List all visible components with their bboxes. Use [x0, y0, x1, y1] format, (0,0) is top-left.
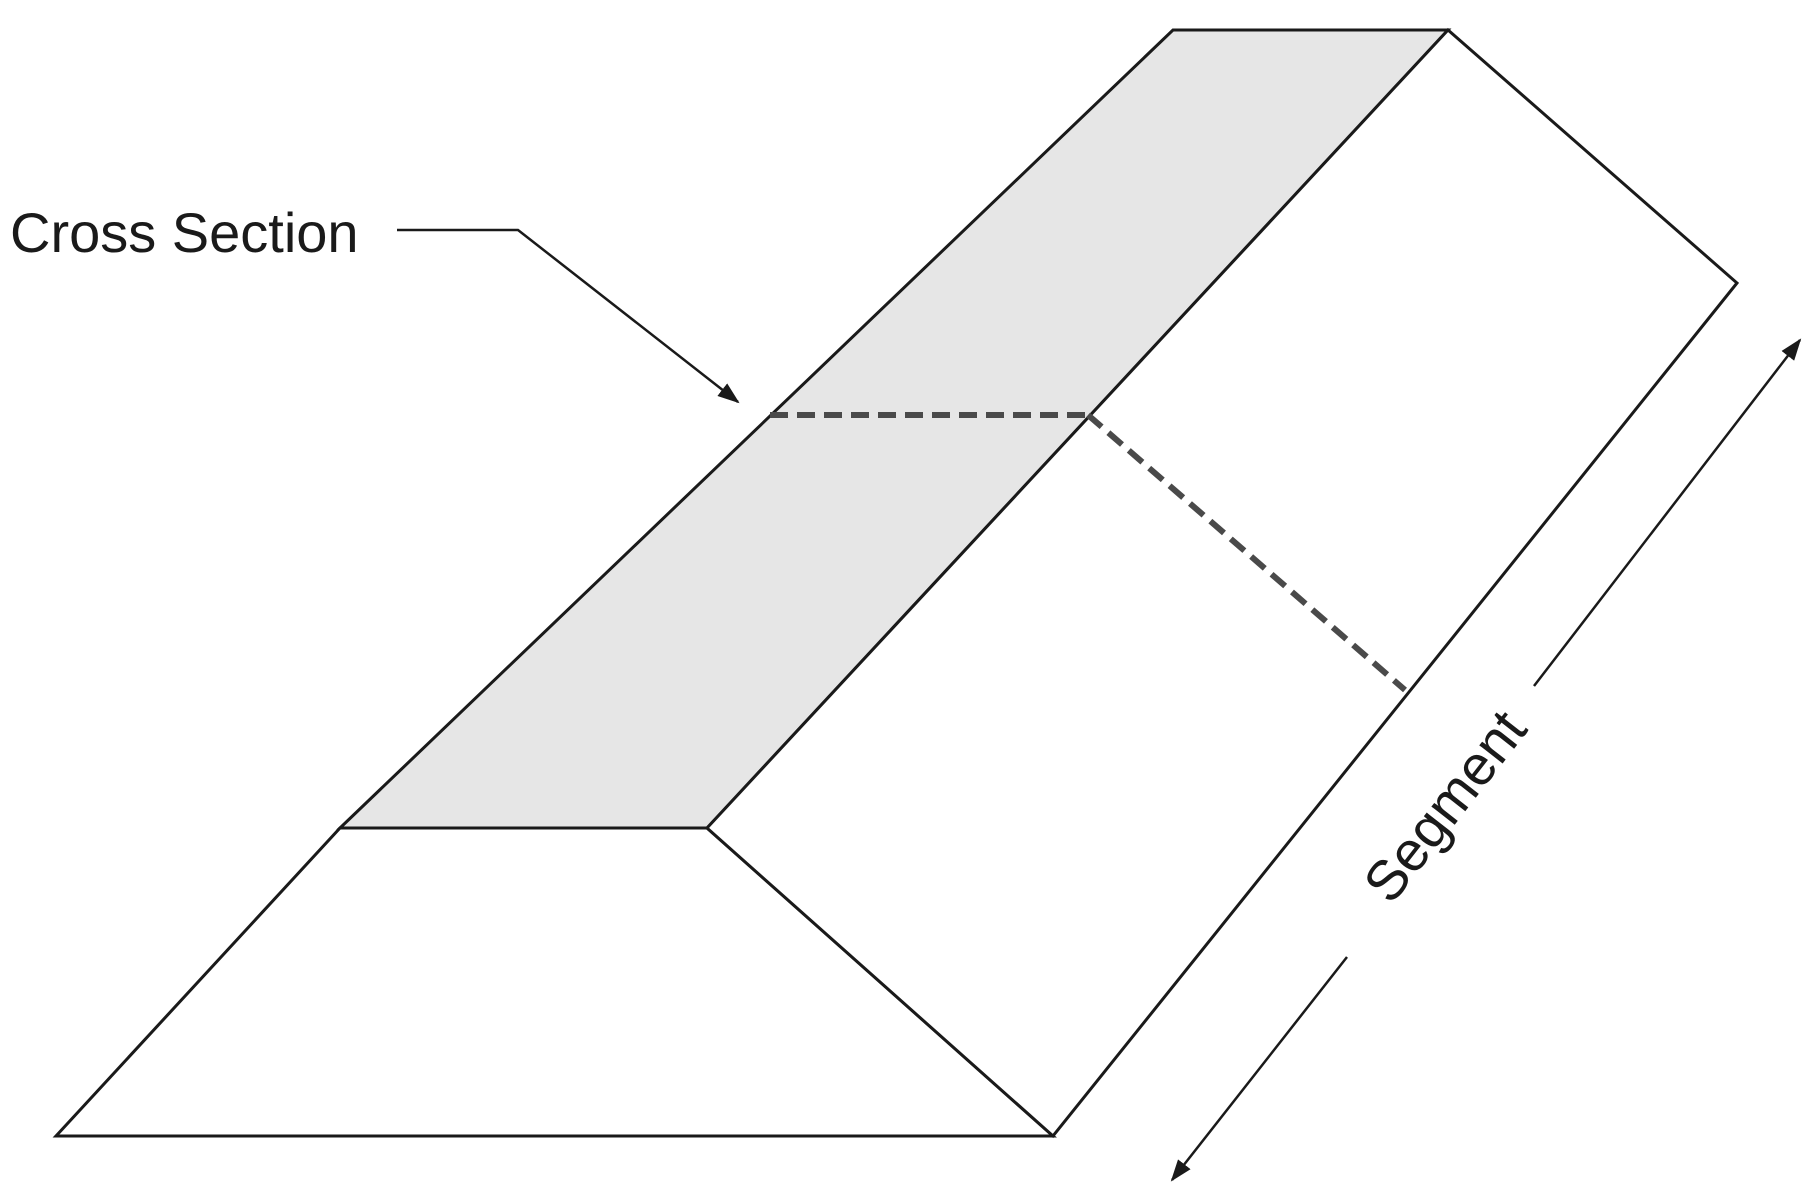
cross-section-dashed-line-side [1086, 412, 1407, 693]
cross-section-label: Cross Section [10, 201, 359, 264]
cross-section-leader-arrow [397, 228, 740, 404]
right-side-face [704, 27, 1740, 1139]
segment-arrow-upper [1533, 338, 1802, 687]
segment-arrow-lower [1170, 956, 1348, 1182]
